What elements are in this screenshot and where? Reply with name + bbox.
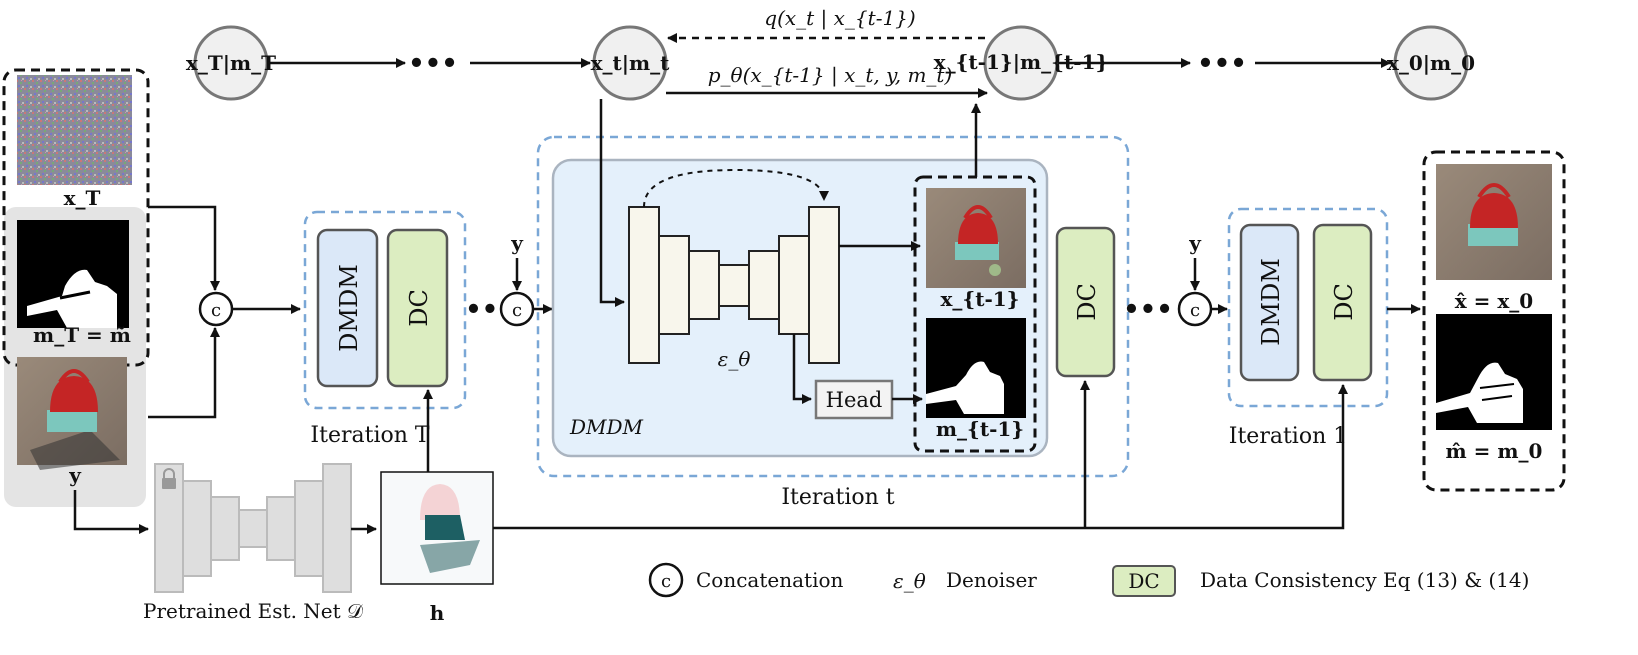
iteration-T: DMDM DC Iteration T [303, 210, 467, 448]
h-label: h [430, 601, 445, 625]
x-hat-image [1436, 164, 1552, 280]
y-label: y [68, 463, 82, 487]
dmdm-block-1 [1239, 223, 1300, 382]
m-t-1-label: m_{t-1} [936, 417, 1024, 441]
svg-text:Concatenation: Concatenation [696, 568, 844, 592]
y-input-t: y [510, 231, 524, 255]
dc-block-T [386, 228, 449, 388]
head-block [814, 379, 894, 420]
markov-chain: x_T|m_T ••• x_t|m_t x_{t-1}|m_{t-1} q(x_… [186, 6, 1475, 101]
input-panel: x_T m_T = m̃ y [2, 68, 150, 507]
svg-text:c: c [512, 300, 522, 321]
node-xt: x_t|m_t [591, 25, 671, 101]
output-panel: x̂ = x_0 m̂ = m_0 [1422, 150, 1566, 492]
lock-icon [162, 468, 176, 489]
mT-label: m_T = m̃ [33, 323, 131, 347]
ellipsis-4: ••• [1123, 295, 1173, 325]
dc-label-1: DC [1330, 283, 1358, 321]
reverse-label: p_θ(x_{t-1} | x_t, y, m_t) [708, 63, 953, 88]
svg-text:ε_θ: ε_θ [893, 569, 926, 593]
svg-text:c: c [1190, 300, 1200, 321]
iteration-t-label: Iteration t [781, 485, 894, 510]
dmdm-caption: DMDM [569, 415, 644, 439]
legend-dc: DC Data Consistency Eq (13) & (14) [1112, 565, 1529, 597]
x-t-1-image [926, 188, 1026, 288]
svg-text:c: c [211, 300, 221, 321]
m-hat-image [1436, 314, 1552, 430]
dmdm-label-T: DMDM [335, 264, 363, 352]
m-hat-label: m̂ = m_0 [1446, 439, 1543, 463]
legend-denoiser: ε_θ Denoiser [893, 568, 1037, 593]
node-xT: x_T|m_T [186, 25, 276, 101]
xT-label: x_T [64, 186, 101, 210]
ellipsis-2: ••• [1197, 49, 1247, 79]
unet-denoiser: ε_θ [628, 168, 840, 371]
svg-text:Denoiser: Denoiser [946, 568, 1037, 592]
dmdm-label-1: DMDM [1257, 258, 1285, 346]
dmdm-block-T [316, 228, 379, 388]
svg-text:Data Consistency Eq (13) & (14: Data Consistency Eq (13) & (14) [1200, 568, 1529, 592]
m-t-1-image [926, 318, 1026, 418]
dc-label-T: DC [405, 289, 433, 327]
dc-label-t: DC [1073, 283, 1101, 321]
concat-node-1: c [198, 291, 234, 327]
dc-block-t [1055, 226, 1116, 378]
svg-text:x_T|m_T: x_T|m_T [186, 51, 276, 75]
x-t-1-label: x_{t-1} [940, 287, 1019, 311]
y-input-1: y [1188, 231, 1202, 255]
legend: c Concatenation ε_θ Denoiser DC Data Con… [648, 562, 1529, 598]
iteration-1-label: Iteration 1 [1229, 424, 1347, 449]
concat-node-2: c [499, 291, 535, 327]
denoiser-symbol: ε_θ [718, 347, 751, 371]
node-x0: x_0|m_0 [1387, 25, 1475, 101]
svg-text:x_0|m_0: x_0|m_0 [1387, 51, 1475, 75]
legend-concat: c Concatenation [648, 562, 844, 598]
dc-block-1 [1312, 223, 1373, 382]
noise-image [17, 75, 132, 185]
forward-label: q(x_t | x_{t-1}) [764, 6, 915, 31]
skip-connection [643, 168, 829, 208]
iteration-T-label: Iteration T [310, 423, 429, 448]
estimator-net: Pretrained Est. Net 𝒟 [143, 463, 363, 623]
head-label: Head [826, 388, 883, 412]
iteration-t: DMDM ε_θ Head x_ [536, 99, 1130, 510]
svg-text:x_t|m_t: x_t|m_t [591, 51, 671, 75]
svg-text:c: c [661, 571, 671, 592]
mask-image [17, 220, 129, 328]
x-hat-label: x̂ = x_0 [1455, 289, 1533, 313]
estimator-label: Pretrained Est. Net 𝒟 [143, 599, 363, 623]
ellipsis-1: ••• [408, 49, 458, 79]
h-image [380, 471, 494, 585]
iteration-1: DMDM DC Iteration 1 [1227, 207, 1389, 449]
concat-node-3: c [1177, 291, 1213, 327]
svg-text:DC: DC [1128, 569, 1159, 593]
y-image [17, 357, 127, 470]
